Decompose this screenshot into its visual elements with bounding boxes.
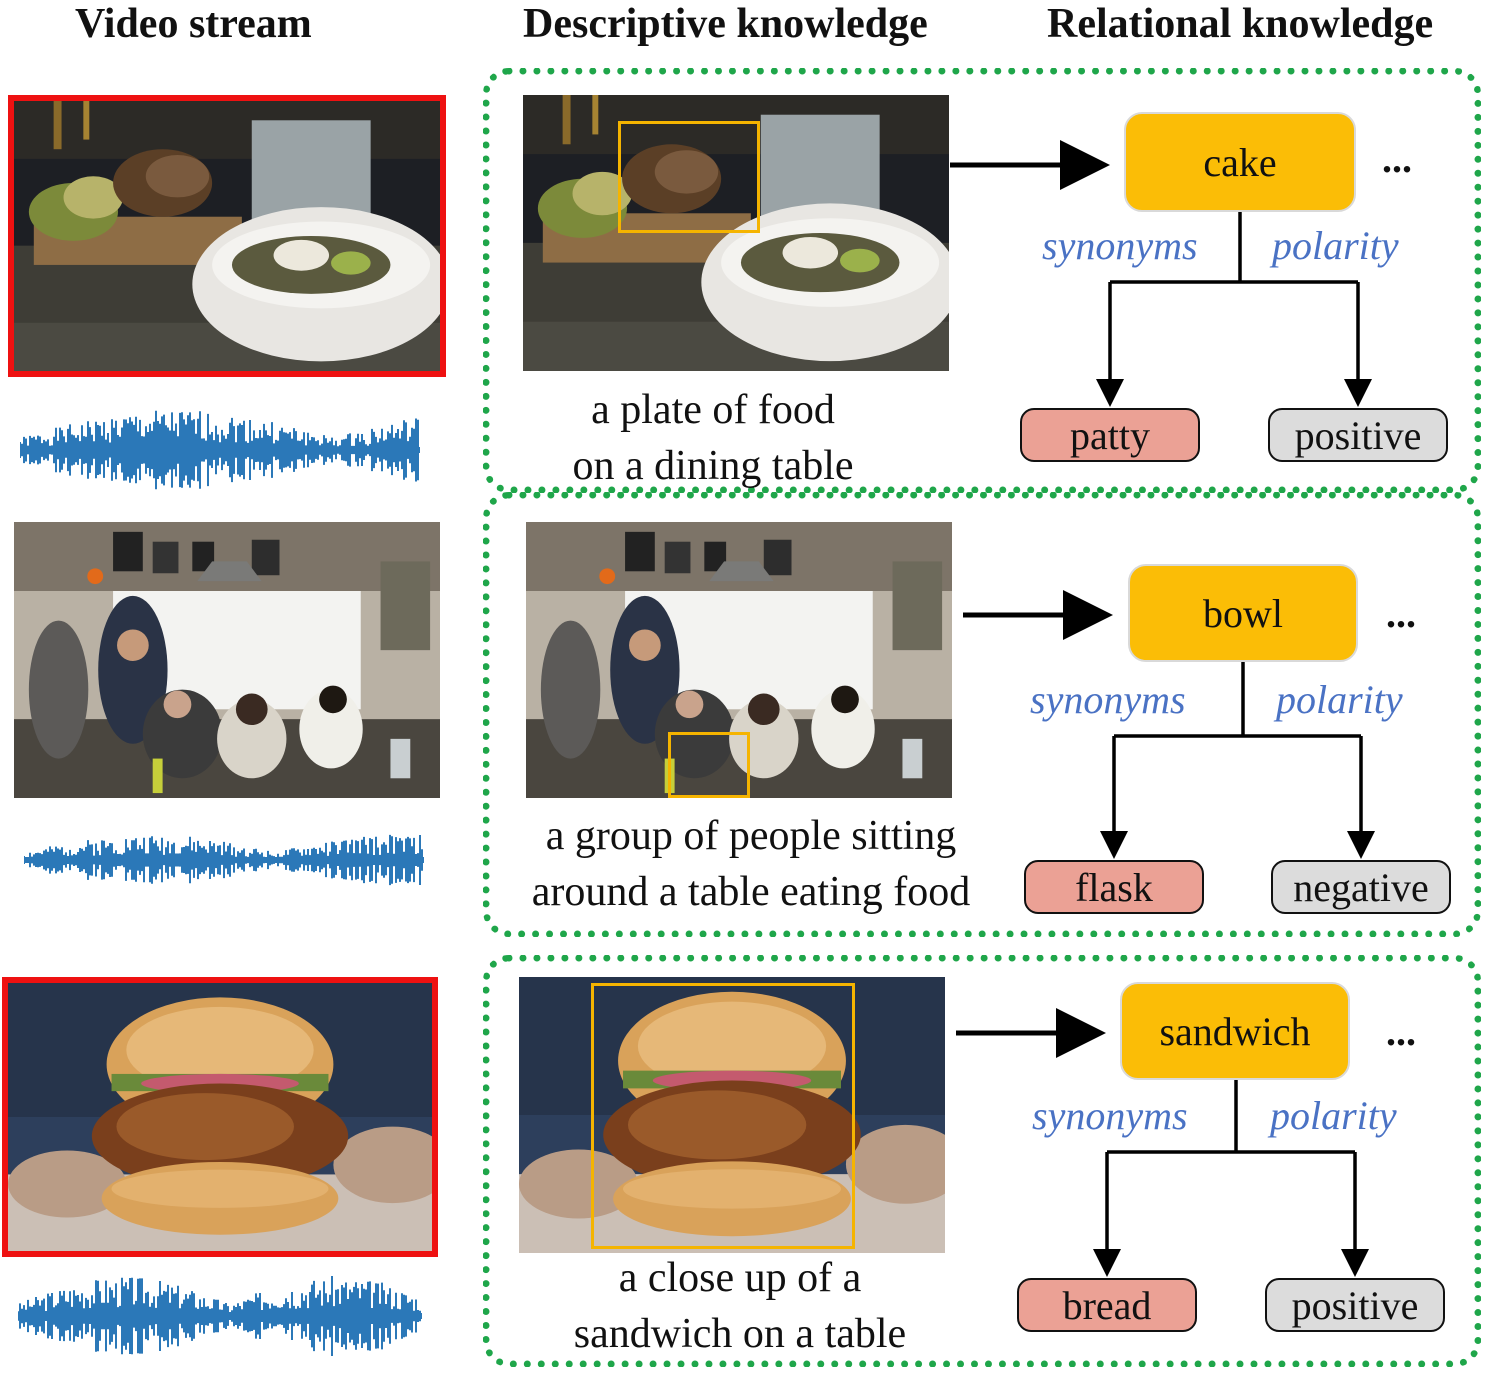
caption-line: a plate of food <box>591 387 835 433</box>
polarity-label: polarity <box>1270 1093 1397 1138</box>
audio-waveform-2 <box>24 834 424 886</box>
synonym-node-bread: bread <box>1017 1278 1197 1332</box>
synonyms-label: synonyms <box>1042 223 1198 268</box>
detection-box <box>668 732 750 798</box>
more-ellipsis: ... <box>1386 591 1416 636</box>
descriptive-frame-2 <box>526 522 952 798</box>
caption-3: a close up of a sandwich on a table <box>538 1250 942 1362</box>
more-ellipsis: ... <box>1386 1009 1416 1054</box>
audio-waveform-1 <box>20 410 420 490</box>
object-node-sandwich: sandwich <box>1120 982 1350 1080</box>
object-node-bowl: bowl <box>1128 564 1358 662</box>
caption-line: around a table eating food <box>531 869 971 915</box>
synonyms-label: synonyms <box>1030 677 1186 722</box>
more-ellipsis: ... <box>1382 136 1412 181</box>
video-frame-3 <box>2 977 438 1257</box>
detection-box <box>618 121 760 233</box>
descriptive-knowledge-header: Descriptive knowledge <box>523 1 928 47</box>
caption-1: a plate of food on a dining table <box>523 382 903 494</box>
polarity-node-positive: positive <box>1265 1278 1445 1332</box>
caption-line: sandwich on a table <box>573 1311 907 1357</box>
audio-waveform-3 <box>18 1276 422 1356</box>
video-frame-1 <box>8 95 446 377</box>
knowledge-group-2 <box>483 492 1481 937</box>
polarity-label: polarity <box>1276 677 1403 722</box>
video-stream-header: Video stream <box>75 1 312 47</box>
synonym-node-flask: flask <box>1024 860 1204 914</box>
caption-line: a group of people sitting <box>545 813 957 859</box>
knowledge-group-1 <box>483 68 1481 493</box>
synonyms-label: synonyms <box>1032 1093 1188 1138</box>
descriptive-frame-1 <box>523 95 949 371</box>
object-node-cake: cake <box>1124 112 1356 212</box>
synonym-node-patty: patty <box>1020 408 1200 462</box>
caption-2: a group of people sitting around a table… <box>496 808 1006 920</box>
descriptive-frame-3 <box>519 977 945 1253</box>
relational-knowledge-header: Relational knowledge <box>1047 1 1434 47</box>
caption-line: a close up of a <box>618 1255 862 1301</box>
detection-box <box>591 983 855 1249</box>
video-frame-2 <box>14 522 440 798</box>
polarity-label: polarity <box>1272 223 1399 268</box>
caption-line: on a dining table <box>572 443 854 489</box>
polarity-node-negative: negative <box>1271 860 1451 914</box>
polarity-node-positive: positive <box>1268 408 1448 462</box>
knowledge-group-3 <box>483 955 1481 1367</box>
